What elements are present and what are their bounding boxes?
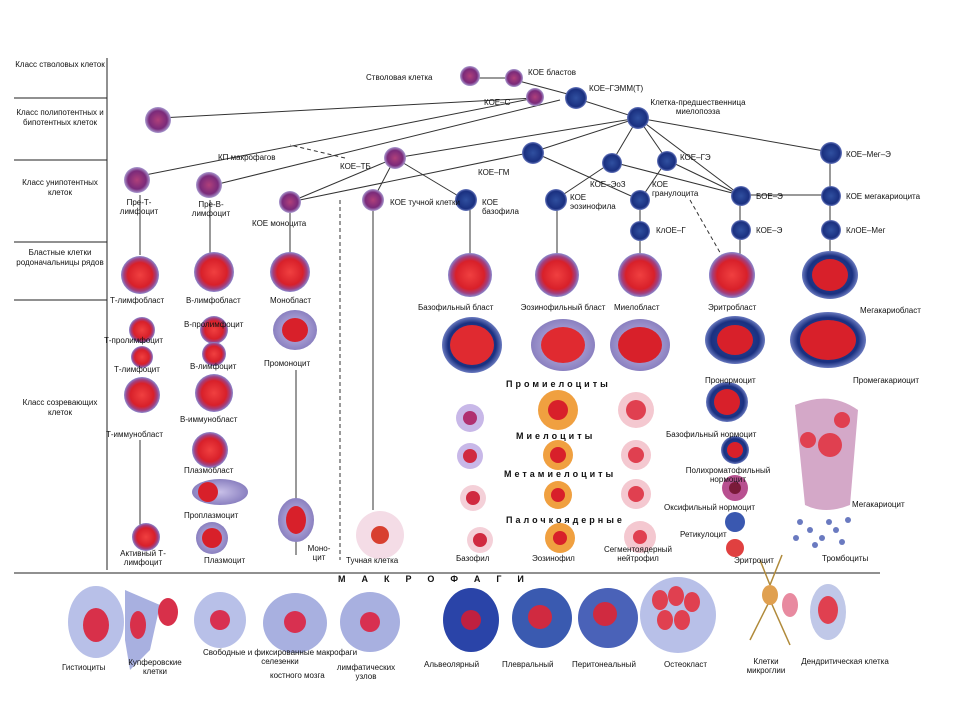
label-kp-macro: КП макрофагов bbox=[218, 153, 276, 162]
label-active-t: Активный Т-лимфоцит bbox=[120, 549, 166, 567]
label-baso-blast: Базофильный бласт bbox=[418, 303, 494, 312]
label-kupffer: Купферовские клетки bbox=[128, 658, 182, 676]
dashed-lines bbox=[289, 144, 731, 560]
class-poly-label: Класс полипотентных и бипотентных клеток bbox=[16, 108, 104, 127]
label-bone-marrow: костного мозга bbox=[270, 671, 325, 680]
label-koe-gran: КОЕ гранулоцита bbox=[652, 180, 699, 198]
label-b-immunoblast: В-иммунобласт bbox=[180, 415, 238, 424]
label-basophil: Базофил bbox=[456, 554, 490, 563]
label-myelocytes: Миелоциты bbox=[516, 431, 596, 441]
label-erythroblast: Эритробласт bbox=[708, 303, 757, 312]
label-koe-ge: КОЕ–ГЭ bbox=[680, 153, 711, 162]
label-b-lymphoblast: В-лимфобласт bbox=[186, 296, 241, 305]
label-reticulocyte: Ретикулоцит bbox=[680, 530, 727, 539]
label-promyelocytes: Промиелоциты bbox=[506, 379, 611, 389]
blast-cells bbox=[121, 251, 858, 299]
label-b-lymph: В-лимфоцит bbox=[190, 362, 237, 371]
label-koe-blast: КОЕ бластов bbox=[528, 68, 576, 77]
class-blast-label: Бластные клетки родоначальницы рядов bbox=[16, 248, 104, 267]
label-t-lymph: Т-лимфоцит bbox=[114, 365, 160, 374]
label-pronormocyte: Пронормоцит bbox=[705, 376, 756, 385]
label-spleen: Свободные и фиксированные макрофаги селе… bbox=[202, 648, 358, 666]
label-myelo-precursor: Клетка-предшественница миелопоэза bbox=[650, 98, 746, 116]
macrophage-row bbox=[68, 554, 846, 670]
class-column-frame bbox=[14, 58, 880, 574]
erythroid-maturation bbox=[705, 316, 765, 557]
label-kloe-g: КлОЕ–Г bbox=[656, 226, 686, 235]
label-eo-blast: Эозинофильный бласт bbox=[520, 303, 606, 312]
lymphoid-maturation bbox=[124, 310, 317, 554]
label-koe-gm: КОЕ–ГМ bbox=[478, 168, 510, 177]
granulocyte-maturation bbox=[442, 317, 670, 553]
megakaryocyte-maturation bbox=[790, 312, 866, 548]
label-band: Палочкоядерные bbox=[506, 515, 625, 525]
label-koe-eo-short: КОЕ–ЭоЗ bbox=[590, 180, 626, 189]
label-plasmocyte: Плазмоцит bbox=[204, 556, 246, 565]
label-poly-normo: Полихроматофильный нормоцит bbox=[685, 466, 771, 484]
label-megakaryoblast: Мегакариобласт bbox=[860, 306, 921, 315]
label-koe-mono: КОЕ моноцита bbox=[252, 219, 307, 228]
label-dendritic: Дендритическая клетка bbox=[801, 657, 889, 666]
label-promonocyte: Промоноцит bbox=[264, 359, 311, 368]
label-koe-eo: КОЕ эозинофила bbox=[570, 193, 616, 211]
label-kloe-meg: КлОЕ–Мег bbox=[846, 226, 886, 235]
label-koe-mega: КОЕ мегакариоцита bbox=[846, 192, 921, 201]
label-promegakaryocyte: Промегакариоцит bbox=[853, 376, 919, 385]
label-t-lymphoblast: Т-лимфобласт bbox=[110, 296, 165, 305]
label-microglia: Клетки микроглии bbox=[746, 657, 786, 675]
mast-cell bbox=[356, 511, 404, 559]
label-koe-meg-e: КОЕ–Мег–Э bbox=[846, 150, 891, 159]
label-boe-e: БОЕ–Э bbox=[756, 192, 783, 201]
label-histiocytes: Гистиоциты bbox=[62, 663, 106, 672]
label-eosinophil: Эозинофил bbox=[532, 554, 575, 563]
class-mature-label: Класс созревающих клеток bbox=[22, 398, 98, 417]
lineage-lines bbox=[139, 77, 831, 555]
label-osteoclast: Остеокласт bbox=[664, 660, 708, 669]
label-koe-tb: КОЕ–ТБ bbox=[340, 162, 371, 171]
label-koe-s: КОЕ–С bbox=[484, 98, 511, 107]
label-monoblast: Монобласт bbox=[270, 296, 312, 305]
label-stem-cell: Стволовая клетка bbox=[366, 73, 433, 82]
label-monocyte: Моно-цит bbox=[307, 544, 331, 562]
label-plasmoblast: Плазмобласт bbox=[184, 466, 234, 475]
class-stem-label: Класс стволовых клеток bbox=[15, 60, 105, 69]
label-t-prolymph: Т-пролимфоцит bbox=[104, 336, 163, 345]
label-peritoneal: Перитонеальный bbox=[572, 660, 636, 669]
progenitor-cells bbox=[124, 66, 842, 241]
label-t-immunoblast: Т-иммунобласт bbox=[106, 430, 163, 439]
label-koe-e: КОЕ–Э bbox=[756, 226, 783, 235]
label-koe-mast: КОЕ тучной клетки bbox=[390, 198, 460, 207]
label-platelets: Тромбоциты bbox=[822, 554, 869, 563]
label-lymph-nodes: лимфатических узлов bbox=[336, 663, 396, 681]
label-pleural: Плевральный bbox=[502, 660, 554, 669]
label-erythrocyte: Эритроцит bbox=[734, 556, 774, 565]
class-uni-label: Класс унипотентных клеток bbox=[22, 178, 98, 197]
label-koe-baso: КОЕ базофила bbox=[482, 198, 519, 216]
label-segmented: Сегментоядерный нейтрофил bbox=[603, 545, 673, 563]
label-pre-b: Пре-В-лимфоцит bbox=[191, 200, 231, 218]
label-megakaryocyte: Мегакариоцит bbox=[852, 500, 905, 509]
label-pre-t: Пре-Т-лимфоцит bbox=[119, 198, 159, 216]
label-koe-gemm: КОЕ–ГЭММ(Т) bbox=[589, 84, 644, 93]
label-b-prolymph: В-пролимфоцит bbox=[184, 320, 244, 329]
label-mast-cell: Тучная клетка bbox=[346, 556, 399, 565]
label-baso-normo: Базофильный нормоцит bbox=[666, 430, 757, 439]
label-macrophages: МАКРОФАГИ bbox=[338, 574, 540, 584]
label-proplasmocyte: Проплазмоцит bbox=[184, 511, 239, 520]
label-ortho-normo: Оксифильный нормоцит bbox=[664, 503, 756, 512]
label-myeloblast: Миелобласт bbox=[614, 303, 660, 312]
label-metamyelocytes: Метамиелоциты bbox=[504, 469, 617, 479]
label-alveolar: Альвеолярный bbox=[424, 660, 480, 669]
